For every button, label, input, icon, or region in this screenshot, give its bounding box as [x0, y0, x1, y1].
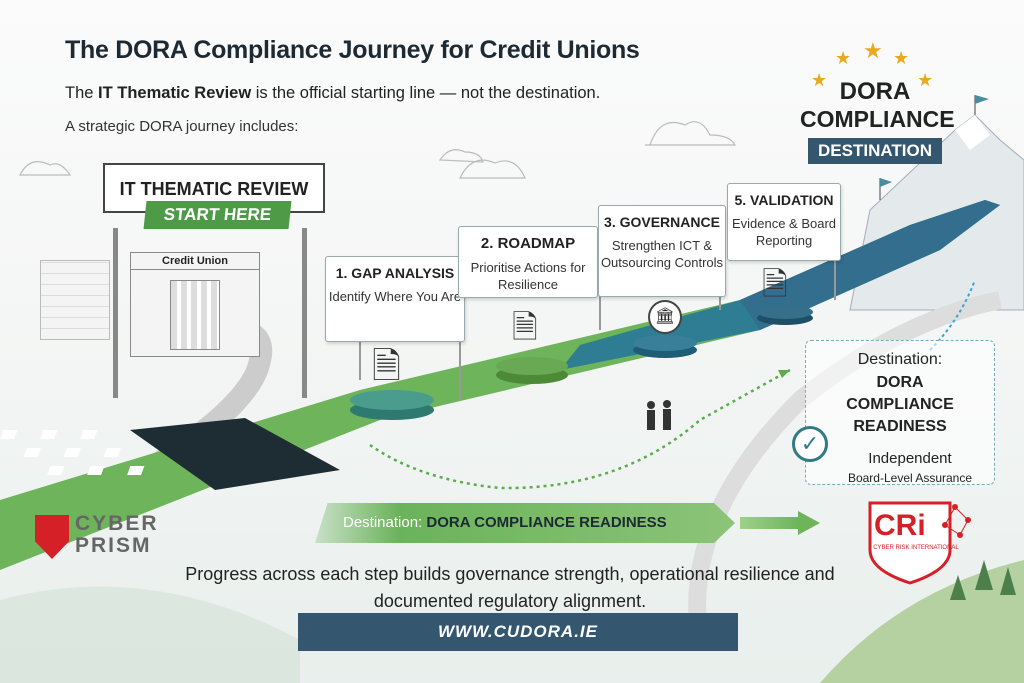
document-check-icon: 🗎 — [762, 266, 788, 302]
page-title: The DORA Compliance Journey for Credit U… — [65, 36, 640, 64]
sign-post — [302, 228, 307, 398]
cri-subtext: CYBER RISK INTERNATIONAL — [873, 545, 959, 551]
credit-union-building: Credit Union — [130, 252, 260, 357]
banner-value: DORA COMPLIANCE READINESS — [426, 514, 667, 531]
step-desc: Prioritise Actions for Resilience — [470, 260, 586, 292]
step-desc: Identify Where You Are — [328, 289, 462, 304]
step-pedestals — [350, 305, 813, 420]
banner-label: Destination: — [343, 514, 423, 531]
footer-text: Progress across each step builds governa… — [185, 564, 835, 611]
road — [0, 200, 1000, 570]
step-card-roadmap: 2. ROADMAP Prioritise Actions for Resili… — [458, 226, 598, 298]
building-label: Credit Union — [131, 253, 259, 270]
walkers-icon — [647, 400, 671, 430]
cri-logo: CRi CYBER RISK INTERNATIONAL — [860, 495, 980, 585]
destination-banner: Destination: DORA COMPLIANCE READINESS — [315, 503, 735, 543]
assurance-title: Independent — [868, 450, 952, 467]
step-card-governance: 3. GOVERNANCE Strengthen ICT & Outsourci… — [598, 205, 726, 297]
step-title: 2. ROADMAP — [480, 235, 576, 252]
banner-arrow-tail — [740, 517, 800, 529]
summit-flag-icon — [975, 95, 989, 104]
step-title: 3. GOVERNANCE — [604, 214, 720, 230]
flag-icon — [880, 178, 892, 187]
background-building — [40, 260, 110, 340]
badge-line1: DORA — [839, 78, 911, 105]
institution-icon: 🏛 — [648, 300, 682, 334]
intro-text: A strategic DORA journey includes: — [65, 118, 299, 135]
subtitle-pre: The — [65, 84, 99, 102]
subtitle-post: is the official starting line — not the … — [251, 84, 601, 102]
cyber-prism-text: CYBER PRISM — [75, 512, 159, 557]
subtitle: The IT Thematic Review is the official s… — [65, 84, 600, 103]
subtitle-bold: IT Thematic Review — [98, 84, 252, 102]
step-card-validation: 5. VALIDATION Evidence & Board Reporting — [727, 183, 841, 261]
destination-label: Destination: — [857, 351, 943, 368]
step-card-gap-analysis: 1. GAP ANALYSIS Identify Where You Are — [325, 256, 465, 342]
badge-line2: COMPLIANCE — [800, 106, 955, 132]
cri-text: CRi — [874, 509, 926, 542]
cri-shield-icon — [868, 501, 971, 585]
step-desc: Strengthen ICT & Outsourcing Controls — [600, 238, 724, 270]
badge-pill: DESTINATION — [808, 138, 942, 164]
dotted-path — [369, 368, 791, 490]
destination-box: Destination: DORA COMPLIANCE READINESS ✓… — [792, 340, 995, 485]
destination-title: DORA COMPLIANCE READINESS — [846, 374, 954, 435]
website-link[interactable]: WWW.CUDORA.IE — [298, 613, 738, 651]
destination-badge: DORA COMPLIANCE DESTINATION — [800, 78, 955, 164]
sign-post — [113, 228, 118, 398]
start-here-badge: START HERE — [143, 201, 292, 229]
document-pen-icon: 🗎 — [512, 309, 538, 345]
document-search-icon: 🗎 — [372, 345, 401, 386]
step-title: 1. GAP ANALYSIS — [335, 265, 455, 281]
step-desc: Evidence & Board Reporting — [731, 216, 837, 248]
assurance-sub: Board-Level Assurance — [847, 471, 973, 485]
step-title: 5. VALIDATION — [734, 192, 834, 208]
checkered-start-line — [0, 418, 340, 490]
check-circle-icon: ✓ — [792, 426, 828, 462]
clouds — [19, 121, 736, 179]
arrow-right-icon — [798, 511, 820, 535]
